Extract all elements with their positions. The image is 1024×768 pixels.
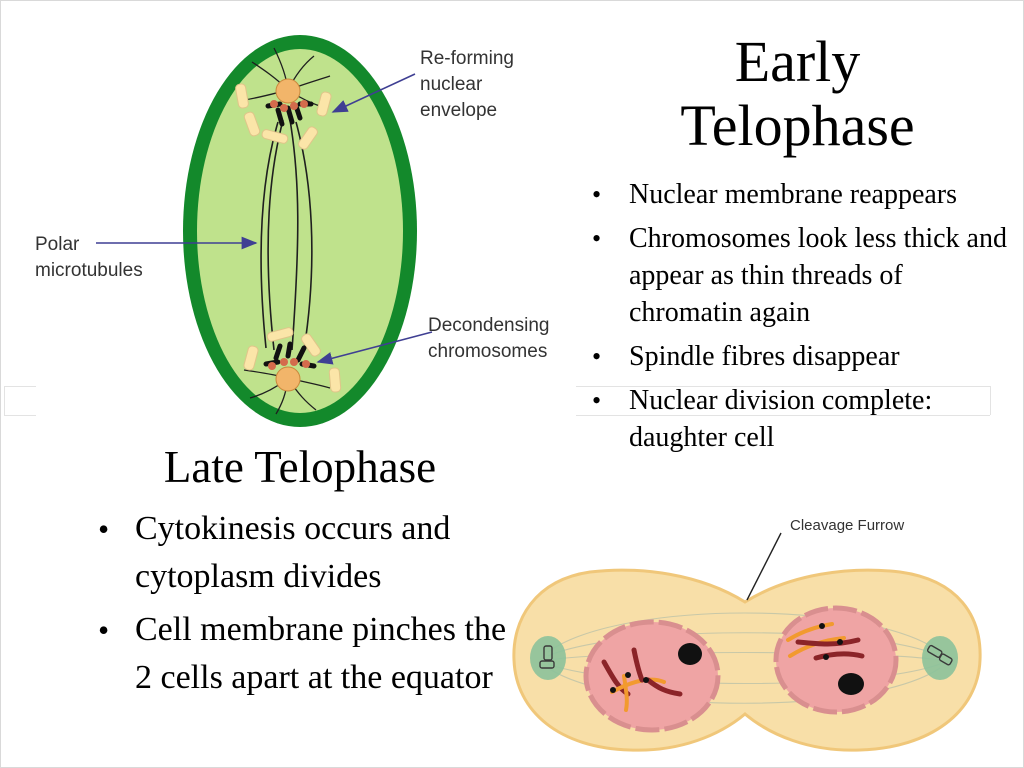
dividing-cell-outline (512, 568, 982, 752)
early-bullet-text: Chromosomes look less thick and appear a… (629, 223, 1007, 328)
faint-guide-line (990, 386, 991, 415)
early-telophase-title-line2: Telophase (680, 93, 915, 158)
chromosomes-bottom (263, 341, 317, 369)
faint-guide-line (4, 386, 5, 415)
early-bullet: • Spindle fibres disappear (592, 338, 1012, 375)
cleavage-furrow-pointer (746, 532, 782, 601)
early-bullet-text: Spindle fibres disappear (629, 341, 900, 372)
bullet-dot: • (98, 612, 110, 648)
late-bullet: • Cell membrane pinches the 2 cells apart… (98, 606, 508, 702)
label-reforming-envelope-line3: envelope (420, 100, 497, 121)
early-telophase-bullets: • Nuclear membrane reappears • Chromosomes… (592, 176, 1012, 463)
chromatin-left (601, 647, 683, 712)
kinetochores-top (270, 100, 308, 112)
label-polar-microtubules-line1: Polar (35, 234, 80, 255)
label-cleavage-furrow: Cleavage Furrow (790, 517, 904, 534)
envelope-pointer-arrow (331, 73, 416, 113)
centrioles-right (926, 644, 953, 666)
centrosome-left (530, 636, 566, 680)
label-polar-microtubules-line2: microtubules (35, 260, 143, 281)
early-bullet: • Nuclear division complete: daughter cel… (592, 382, 1012, 456)
late-telophase-bullets: • Cytokinesis occurs and cytoplasm divide… (98, 505, 508, 707)
early-telophase-cell (183, 35, 417, 427)
label-reforming-envelope-line1: Re-forming (420, 48, 514, 69)
chromatin-right (786, 622, 865, 661)
centromeres (610, 623, 843, 693)
bullet-dot: • (592, 386, 602, 415)
late-telophase-title: Late Telophase (163, 442, 437, 492)
centrosome-bottom (275, 366, 301, 392)
faint-guide-line (576, 415, 990, 416)
late-bullet-text: Cell membrane pinches the 2 cells apart … (135, 611, 507, 696)
bullet-dot: • (592, 342, 602, 371)
cell-cytoplasm (197, 49, 403, 413)
nucleolus-right (838, 673, 864, 695)
decondensing-pointer-arrow (316, 331, 433, 365)
early-bullet-text: Nuclear division complete: daughter cell (629, 385, 933, 453)
kinetochores-bottom (268, 358, 310, 370)
nucleus-right (773, 605, 899, 715)
late-bullet: • Cytokinesis occurs and cytoplasm divide… (98, 505, 508, 601)
vesicles (235, 83, 342, 393)
label-reforming-envelope-line2: nuclear (420, 74, 483, 95)
early-bullet: • Nuclear membrane reappears (592, 176, 1012, 213)
nucleus-left (583, 619, 721, 733)
early-bullet-text: Nuclear membrane reappears (629, 179, 958, 210)
bullet-dot: • (98, 511, 110, 547)
late-telophase-cell: Cleavage Furrow (512, 517, 982, 752)
bullet-dot: • (592, 180, 602, 209)
late-bullet-text: Cytokinesis occurs and cytoplasm divides (135, 510, 451, 595)
early-bullet: • Chromosomes look less thick and appear … (592, 220, 1012, 331)
label-decondensing-line1: Decondensing (428, 315, 549, 336)
early-telophase-title-line1: Early (734, 29, 861, 94)
faint-guide-line (4, 386, 36, 387)
bullet-dot: • (592, 224, 602, 253)
label-decondensing-line2: chromosomes (428, 341, 547, 362)
centrioles-left (539, 645, 555, 669)
early-telophase-title: Early Telophase (640, 30, 955, 158)
nucleolus-left (678, 643, 702, 665)
centrosome-top (275, 78, 301, 104)
faint-guide-line (4, 415, 36, 416)
faint-guide-line (576, 386, 990, 387)
